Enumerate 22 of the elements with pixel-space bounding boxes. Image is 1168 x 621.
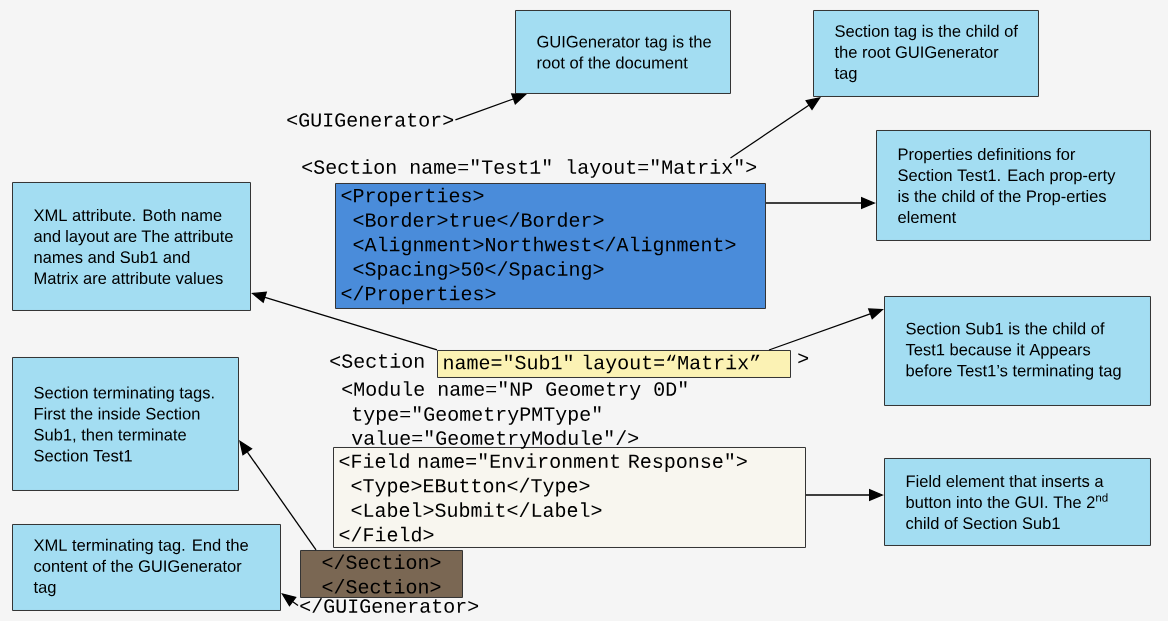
code-text: <Section [330,353,424,368]
arrow [281,593,299,607]
code-text: value="GeometryModule"/> [351,430,639,449]
callout-box: Section terminating tags. First the inside Section Sub1, then terminate Section Test1 [12,357,239,491]
callout-box: Properties definitions for Section Test1. Each prop-erty is the child of the Prop-erties element [876,130,1151,241]
code-box: </Section> </Section> [300,550,463,598]
code-text: <Section name="Test1" layout="Matrix"> [302,159,757,178]
callout-box: XML terminating tag. End the content of the GUIGenerator tag [12,524,281,611]
code-text: > [798,353,809,364]
code-box: <Properties> <Border>true</Border> <Alignment>Northwest</Alignment> <Spacing>50</Spacing> </Properties> [335,183,766,309]
code-text: <GUIGenerator> [287,113,454,127]
callout-box: Section Sub1 is the child of Test1 because it Appears before Test1’s terminating tag [884,296,1151,406]
callout-box: Field element that inserts a button into the GUI. The 2$^{nd}$ child of Section Sub1 [884,458,1151,546]
callout-box: GUIGenerator tag is the root of the document [515,10,731,94]
code-text: <Module name="NP Geometry 0D" [342,381,687,400]
callout-box: Section tag is the child of the root GUIGenerator tag [813,10,1039,97]
code-text: type="GeometryPMType" [353,406,601,425]
arrow [239,440,317,551]
highlight-box: name="Sub1" layout=“Matrix” [437,350,791,378]
callout-box: XML attribute. Both name and layout are The attribute names and Sub1 and Matrix are attribute values [12,182,251,311]
code-text: </GUIGenerator> [300,598,479,613]
arrow [729,97,821,159]
